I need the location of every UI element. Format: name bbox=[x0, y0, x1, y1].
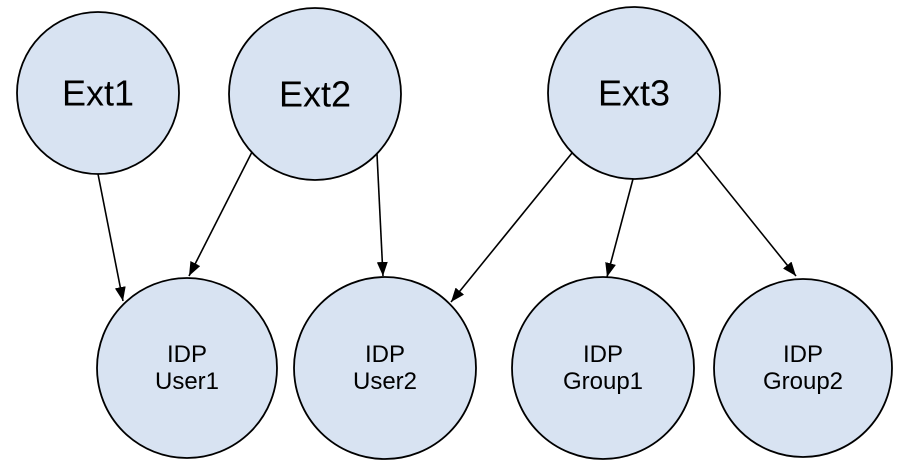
node-ext1: Ext1 bbox=[16, 11, 180, 175]
node-ext1-label: Ext1 bbox=[62, 73, 134, 114]
node-ext2-label-line: Ext2 bbox=[279, 74, 351, 115]
node-ext2-circle bbox=[228, 7, 402, 181]
node-ext1-circle bbox=[16, 11, 180, 175]
edge-ext3-user2 bbox=[450, 152, 573, 303]
edge-ext2-user1 bbox=[188, 151, 253, 277]
node-ext3: Ext3 bbox=[547, 6, 721, 180]
node-group1-label-line: Group1 bbox=[563, 368, 643, 395]
node-ext3-label: Ext3 bbox=[598, 73, 670, 114]
node-group1-label-line: IDP bbox=[583, 341, 623, 368]
node-user1-label-line: IDP bbox=[167, 341, 207, 368]
node-ext3-circle bbox=[547, 6, 721, 180]
node-user2-circle bbox=[293, 276, 477, 460]
node-user2-label-line: User2 bbox=[353, 368, 417, 395]
node-user1-circle bbox=[96, 277, 278, 459]
node-user1-label-line: User1 bbox=[155, 368, 219, 395]
node-user2-label-line: IDP bbox=[365, 341, 405, 368]
edge-ext3-group1 bbox=[605, 178, 634, 278]
node-ext2: Ext2 bbox=[228, 7, 402, 181]
node-group2-circle bbox=[713, 278, 893, 458]
edges-layer bbox=[97, 151, 797, 303]
node-ext1-label-line: Ext1 bbox=[62, 73, 134, 114]
node-ext3-label-line: Ext3 bbox=[598, 73, 670, 114]
edge-ext3-group2 bbox=[696, 152, 797, 277]
node-group2-label-line: IDP bbox=[783, 341, 823, 368]
edge-ext1-user1 bbox=[97, 173, 126, 302]
node-group2-label-line: Group2 bbox=[763, 368, 843, 395]
node-group1-circle bbox=[511, 276, 695, 460]
edge-ext2-user2 bbox=[376, 153, 388, 277]
node-ext2-label: Ext2 bbox=[279, 74, 351, 115]
